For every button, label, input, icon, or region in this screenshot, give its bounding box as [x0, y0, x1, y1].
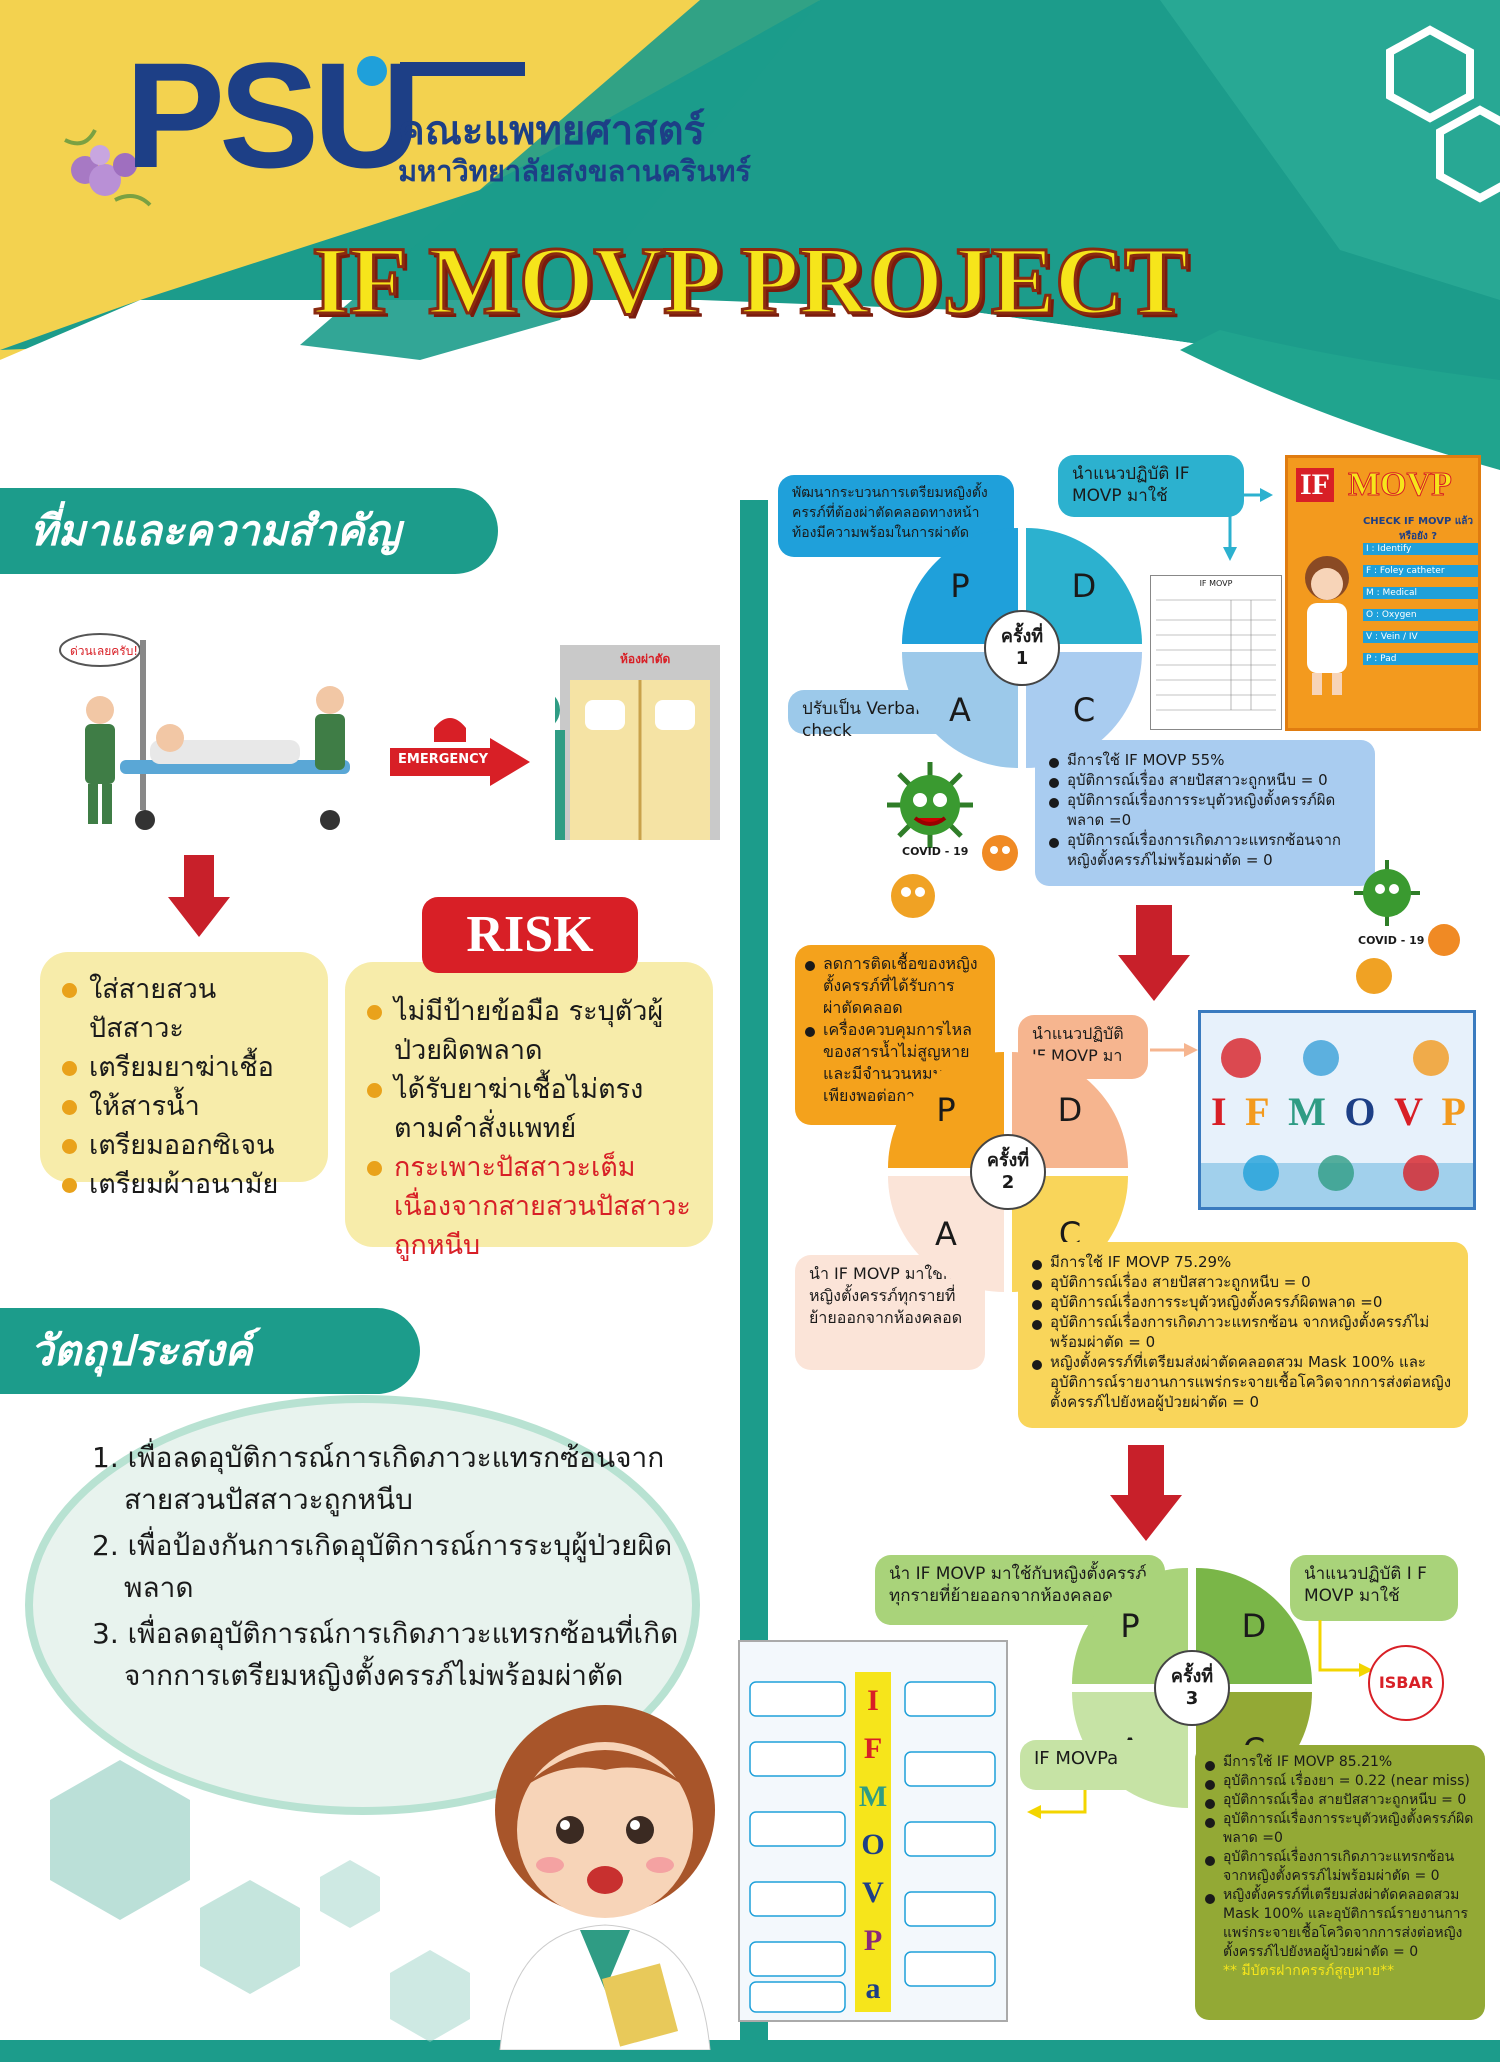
room-sign: ห้องผ่าตัด: [620, 652, 671, 666]
list-item: หญิงตั้งครรภ์ที่เตรียมส่งผ่าตัดคลอดสวม M…: [1205, 1886, 1475, 1962]
list-item: อุบัติการณ์ เรื่องยา = 0.22 (near miss): [1205, 1772, 1475, 1791]
poster-nurse-icon: [1292, 548, 1362, 698]
background-heading: ที่มาและความสำคัญ: [0, 488, 498, 574]
if-movp-poster: IF MOVP CHECK IF MOVP แล้วหรือยัง ? I : …: [1285, 455, 1481, 731]
list-item: ไม่มีป้ายข้อมือ ระบุตัวผู้ป่วยผิดพลาด: [367, 992, 691, 1070]
objective-list: 1. เพื่อลดอุบัติการณ์การเกิดภาวะแทรกซ้อน…: [92, 1437, 682, 1697]
if-movpa-poster: I F M O V P a: [738, 1640, 1008, 2022]
cycle3-do: นำแนวปฏิบัติ I F MOVP มาใช้: [1290, 1555, 1458, 1621]
objective-item: 2. เพื่อป้องกันการเกิดอุบัติการณ์การระบุ…: [92, 1529, 673, 1604]
yellow-arrow-icon: [1025, 1790, 1095, 1826]
virus-icon: [885, 760, 975, 850]
list-item: มีการใช้ IF MOVP 75.29%: [1032, 1252, 1454, 1272]
if-movp-poster-2: I F M O V P: [1198, 1010, 1476, 1210]
list-item: ได้รับยาฆ่าเชื้อไม่ตรงตามคำสั่งแพทย์: [367, 1070, 691, 1148]
list-item: หญิงตั้งครรภ์ที่เตรียมส่งผ่าตัดคลอดสวม M…: [1032, 1352, 1454, 1412]
objective-heading: วัตถุประสงค์: [0, 1308, 420, 1394]
list-item: เตรียมยาฆ่าเชื้อ: [62, 1048, 306, 1087]
list-item: อุบัติการณ์เรื่อง สายปัสสาวะถูกหนีบ = 0: [1205, 1791, 1475, 1810]
logo-dot: [357, 56, 387, 86]
covid-label: COVID - 19: [902, 845, 969, 858]
red-down-arrow-icon: [1118, 905, 1190, 1001]
red-down-arrow-icon: [1110, 1445, 1182, 1541]
operating-room-illustration: ห้องผ่าตัด: [515, 640, 725, 840]
emergency-label: EMERGENCY: [398, 752, 489, 767]
list-item: อุบัติการณ์เรื่องการเกิดภาวะแทรกซ้อน จาก…: [1032, 1312, 1454, 1352]
check-note: ** มีบัตรฝากครรภ์สูญหาย**: [1223, 1963, 1395, 1979]
list-item: ลดการติดเชื้อของหญิงตั้งครรภ์ที่ได้รับกา…: [805, 953, 985, 1019]
pdca-wheel-1: P D A C ครั้งที่1: [902, 528, 1142, 768]
prep-list: ใส่สายสวนปัสสาวะ เตรียมยาฆ่าเชื้อ ให้สาร…: [40, 952, 328, 1200]
nurse-character: [470, 1690, 740, 2051]
blue-arrow-icon: [1215, 485, 1275, 565]
hexagon-shape: [1386, 25, 1474, 123]
list-item: มีการใช้ IF MOVP 85.21%: [1205, 1753, 1475, 1772]
patient-transport-illustration: ด่วนเลยครับ!: [40, 620, 380, 840]
yellow-arrow-icon: [1315, 1620, 1375, 1682]
poster-rows: I : Identify F : Foley catheter M : Medi…: [1363, 543, 1478, 665]
risk-list: ไม่มีป้ายข้อมือ ระบุตัวผู้ป่วยผิดพลาด ได…: [345, 962, 713, 1261]
list-item: อุบัติการณ์เรื่อง สายปัสสาวะถูกหนีบ = 0: [1049, 770, 1361, 790]
virus-icon: [885, 868, 941, 924]
university-name: มหาวิทยาลัยสงขลานครินทร์: [398, 154, 752, 188]
virus-icon: [1350, 952, 1398, 1000]
list-item: อุบัติการณ์เรื่องการระบุตัวหญิงตั้งครรภ์…: [1049, 790, 1361, 830]
cycle1-do: นำแนวปฏิบัติ IF MOVP มาใช้: [1058, 455, 1244, 517]
cycle2-check: มีการใช้ IF MOVP 75.29% อุบัติการณ์เรื่อ…: [1018, 1242, 1468, 1428]
speech-bubble: ด่วนเลยครับ!: [70, 644, 139, 658]
red-down-arrow-icon: [168, 855, 230, 937]
poster-title-movp: MOVP: [1348, 466, 1453, 504]
objective-item: 3. เพื่อลดอุบัติการณ์การเกิดภาวะแทรกซ้อน…: [92, 1617, 679, 1692]
covid-label: COVID - 19: [1358, 934, 1425, 947]
cycle-badge: ครั้งที่2: [970, 1134, 1046, 1210]
list-item: ให้สารน้ำ: [62, 1087, 306, 1126]
poster-letters: I F M O V P: [1211, 1089, 1466, 1134]
list-item: อุบัติการณ์เรื่องการระบุตัวหญิงตั้งครรภ์…: [1032, 1292, 1454, 1312]
cycle1-check: มีการใช้ IF MOVP 55% อุบัติการณ์เรื่อง ส…: [1035, 740, 1375, 886]
list-item: กระเพาะปัสสาวะเต็มเนื่องจากสายสวนปัสสาวะ…: [367, 1148, 691, 1265]
poster-subtitle: CHECK IF MOVP แล้วหรือยัง ?: [1362, 516, 1474, 542]
page-title: IF MOVP PROJECT: [310, 226, 1189, 336]
objective-item: 1. เพื่อลดอุบัติการณ์การเกิดภาวะแทรกซ้อน…: [92, 1441, 665, 1516]
checklist-form-thumbnail: IF MOVP: [1150, 575, 1282, 730]
poster-letters: I F M O V P a: [858, 1684, 888, 2005]
list-item: เตรียมผ้าอนามัย: [62, 1165, 306, 1204]
cycle3-act: IF MOVPa: [1020, 1740, 1150, 1790]
list-item: เตรียมออกซิเจน: [62, 1126, 306, 1165]
list-item: อุบัติการณ์เรื่องการเกิดภาวะแทรกซ้อนจากห…: [1049, 830, 1361, 870]
poster-title-if: IF: [1296, 468, 1334, 502]
list-item: มีการใช้ IF MOVP 55%: [1049, 750, 1361, 770]
cycle-badge: ครั้งที่1: [984, 610, 1060, 686]
virus-icon: [1352, 858, 1422, 928]
virus-icon: [1422, 918, 1466, 962]
list-item: อุบัติการณ์เรื่องการระบุตัวหญิงตั้งครรภ์…: [1205, 1810, 1475, 1848]
isbar-badge: ISBAR: [1368, 1645, 1444, 1721]
logo-bar: [400, 62, 525, 76]
cycle3-check: มีการใช้ IF MOVP 85.21% อุบัติการณ์ เรื่…: [1195, 1745, 1485, 2020]
emergency-siren-icon: [428, 712, 472, 742]
cycle2-plan: ลดการติดเชื้อของหญิงตั้งครรภ์ที่ได้รับกา…: [795, 945, 995, 1125]
list-item: ใส่สายสวนปัสสาวะ: [62, 970, 306, 1048]
virus-icon: [975, 828, 1025, 878]
orange-arrow-icon: [1150, 1040, 1198, 1060]
flower-logo: [55, 120, 155, 220]
quadrant-a: A: [888, 1176, 1004, 1292]
cycle-badge: ครั้งที่3: [1154, 1650, 1230, 1726]
list-item: อุบัติการณ์เรื่องการเกิดภาวะแทรกซ้อนจากห…: [1205, 1848, 1475, 1886]
faculty-name: คณะแพทยศาสตร์: [398, 108, 706, 154]
list-item: อุบัติการณ์เรื่อง สายปัสสาวะถูกหนีบ = 0: [1032, 1272, 1454, 1292]
risk-label: RISK: [422, 897, 638, 973]
emergency-arrow-icon: [390, 738, 530, 786]
